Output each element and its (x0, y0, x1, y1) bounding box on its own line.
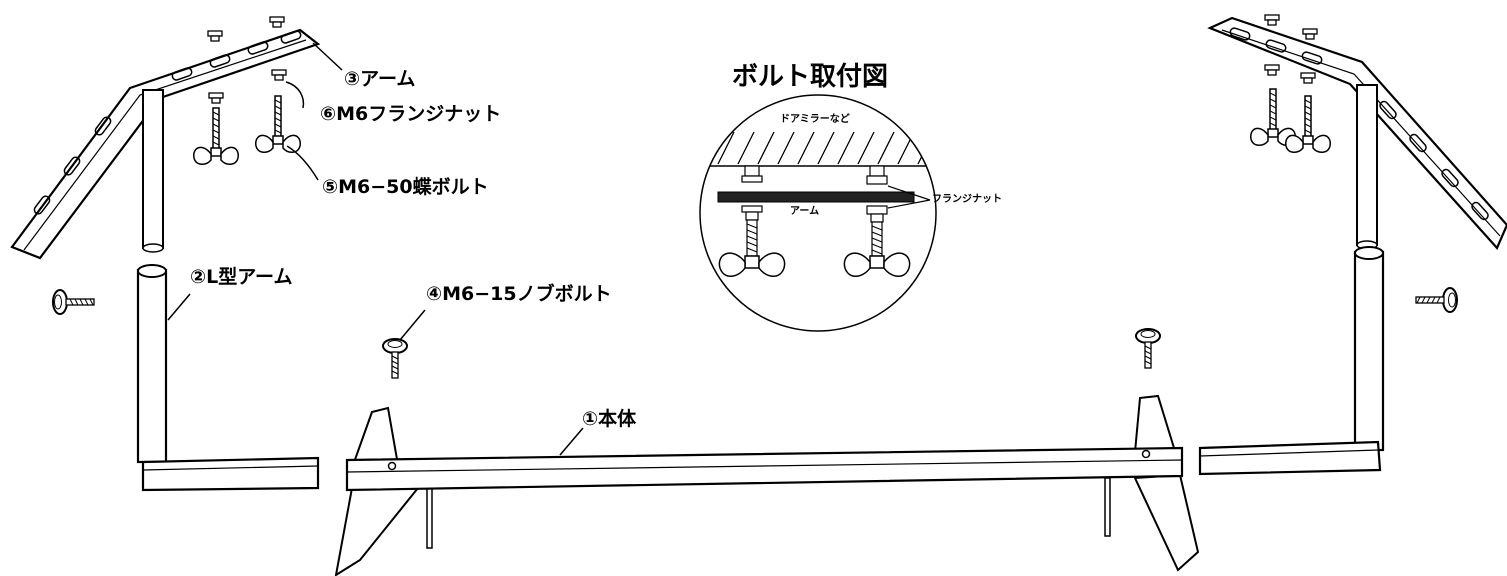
left-arm (10, 28, 321, 260)
bolt-detail (699, 94, 937, 332)
right-arm (1207, 16, 1507, 251)
detail-title: ボルト取付図 (732, 62, 889, 92)
leader-lines (167, 42, 584, 456)
label-knob-bolt: ④M6−15ノブボルト (426, 283, 612, 305)
right-upper-post (1356, 84, 1378, 246)
detail-mirror-label: ドアミラーなど (780, 114, 850, 125)
label-arm: ③アーム (344, 68, 416, 90)
right-l-arm-base (1198, 440, 1382, 476)
label-flange-nut: ⑥M6フランジナット (320, 103, 502, 125)
label-wing-bolt: ⑤M6−50蝶ボルト (322, 176, 489, 198)
left-arm-assembly (10, 16, 321, 492)
detail-flange-nut-label: フランジナット (932, 194, 1002, 205)
main-body (334, 328, 1200, 576)
left-upper-post (142, 89, 164, 249)
right-arm-assembly (1198, 14, 1507, 476)
right-l-arm-post (1353, 250, 1385, 452)
left-l-arm-base (141, 456, 320, 492)
detail-arm-bar (717, 191, 915, 203)
label-l-arm: ②L型アーム (190, 266, 293, 288)
detail-arm-label: アーム (790, 206, 820, 217)
left-l-arm-post (136, 268, 168, 464)
label-body: ①本体 (582, 408, 637, 430)
